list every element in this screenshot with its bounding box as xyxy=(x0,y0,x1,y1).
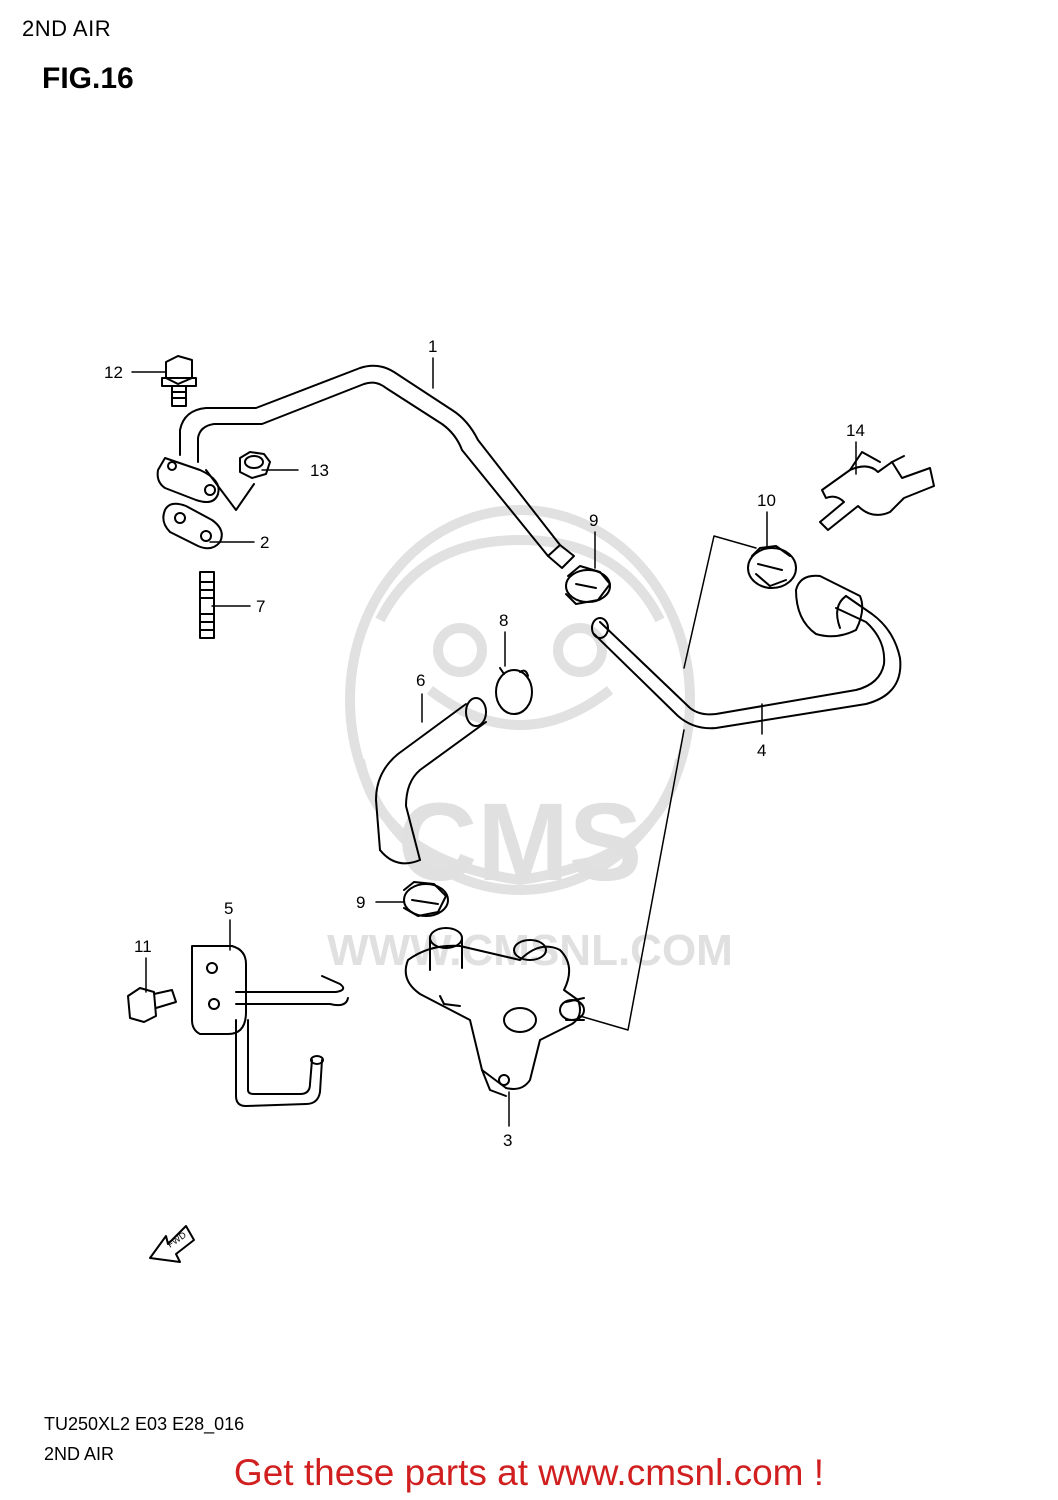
part-11-bolt xyxy=(127,987,177,1023)
part-9-clamp-bottom xyxy=(403,881,449,917)
figure-number: FIG.16 xyxy=(42,62,134,95)
promo-banner[interactable]: Get these parts at www.cmsnl.com ! xyxy=(233,1452,825,1493)
diagram-code: TU250XL2 E03 E28_016 xyxy=(44,1414,245,1434)
callout-8: 8 xyxy=(499,611,508,630)
callout-2: 2 xyxy=(260,533,269,552)
watermark-logo-text: CMS xyxy=(398,781,642,904)
callout-14: 14 xyxy=(846,421,865,440)
callout-1: 1 xyxy=(428,337,437,356)
part-13-nut xyxy=(239,451,271,479)
callout-3: 3 xyxy=(503,1131,512,1150)
part-9-clamp-top xyxy=(565,565,611,605)
page-title: 2ND AIR xyxy=(22,16,112,41)
part-3-valve xyxy=(404,927,585,1097)
callout-9-top: 9 xyxy=(589,511,598,530)
part-5-bracket xyxy=(191,945,349,1107)
footer-title: 2ND AIR xyxy=(44,1444,115,1464)
part-14-clip xyxy=(819,451,935,531)
leader-lines xyxy=(131,357,857,1127)
callout-10: 10 xyxy=(757,491,776,510)
callout-9-bottom: 9 xyxy=(356,893,365,912)
part-8-cap xyxy=(495,667,533,715)
part-10-clamp xyxy=(747,545,797,589)
part-1-pipe xyxy=(156,364,575,569)
callout-4: 4 xyxy=(757,741,766,760)
fwd-arrow-icon xyxy=(149,1225,195,1263)
callout-13: 13 xyxy=(310,461,329,480)
callout-5: 5 xyxy=(224,899,233,918)
callout-7: 7 xyxy=(256,597,265,616)
callout-11: 11 xyxy=(134,937,152,956)
watermark xyxy=(345,505,695,895)
part-4-hose xyxy=(591,574,902,730)
part-6-hose xyxy=(375,697,487,865)
watermark-url-text: WWW.CMSNL.COM xyxy=(327,926,733,975)
callout-6: 6 xyxy=(416,671,425,690)
part-12-bolt xyxy=(161,355,197,407)
part-7-stud xyxy=(199,571,215,639)
callout-12: 12 xyxy=(104,363,123,382)
part-13-bracket-line xyxy=(205,469,255,511)
